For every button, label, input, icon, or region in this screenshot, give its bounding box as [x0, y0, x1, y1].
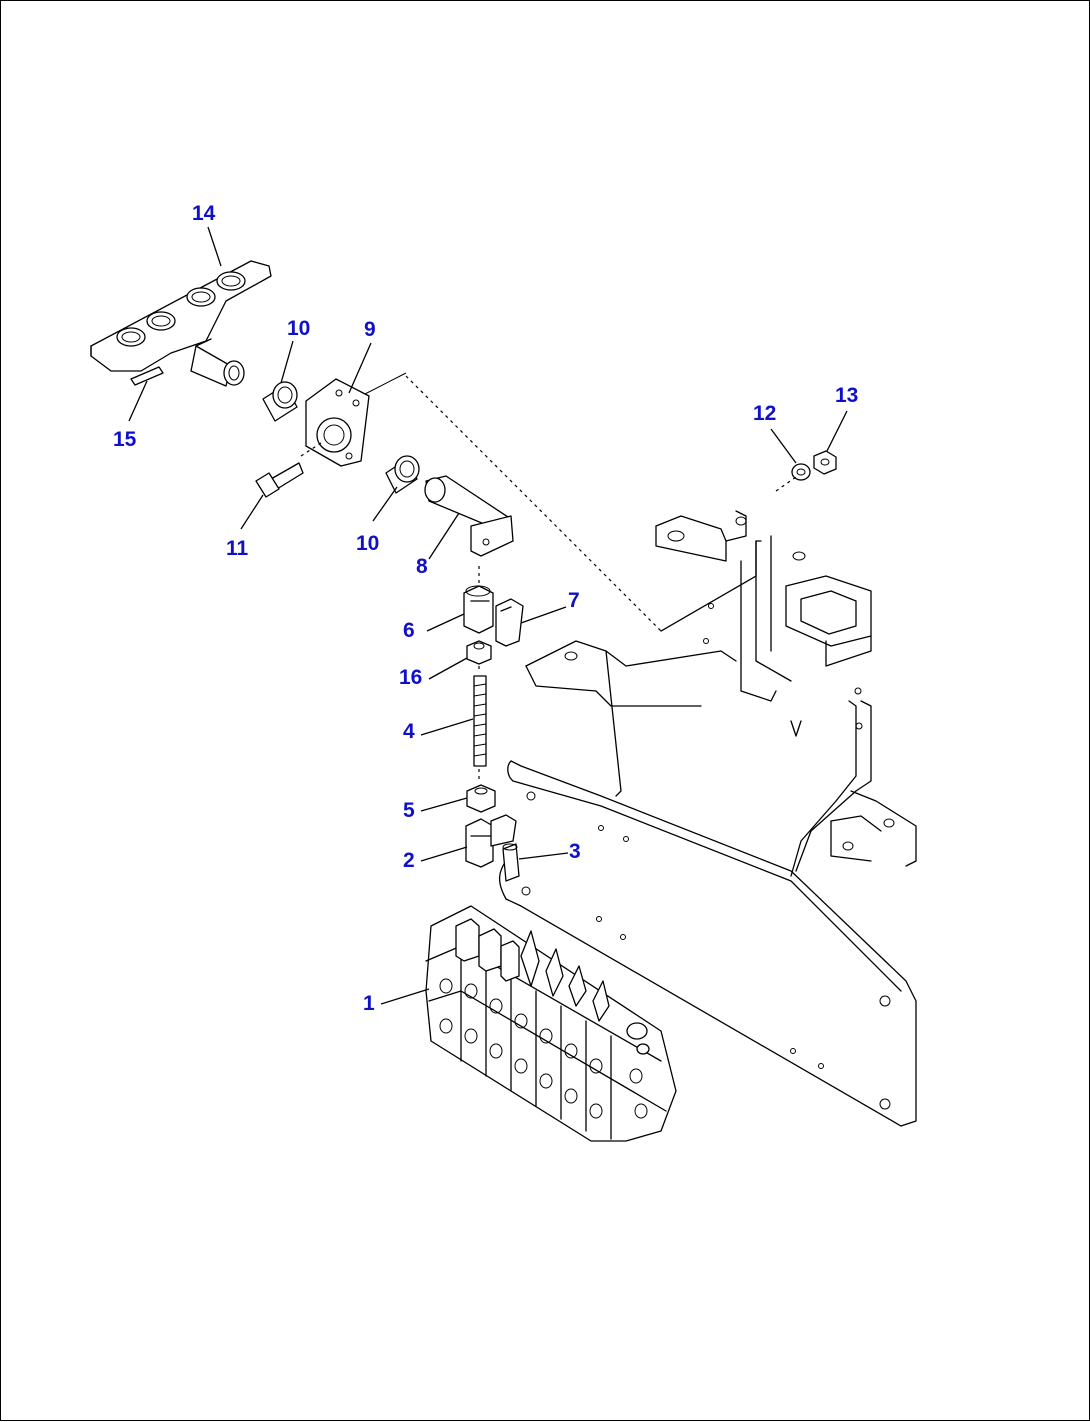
callout-15: 15: [113, 428, 137, 451]
callout-13: 13: [835, 384, 858, 407]
callout-1: 1: [363, 992, 375, 1015]
pedal-plate-part-14: [90, 260, 272, 387]
callout-3: 3: [569, 840, 581, 863]
callout-12: 12: [753, 402, 776, 425]
callout-6: 6: [403, 619, 415, 642]
pin-part-3: [502, 843, 520, 882]
callout-10-lower: 10: [356, 532, 379, 555]
nut-part-13: [813, 450, 837, 475]
rod-part-4: [473, 675, 487, 767]
leader-lines: [128, 226, 848, 1005]
nut-part-5: [466, 784, 496, 813]
shaft-part-8: [424, 475, 514, 557]
yoke-part-6: [463, 585, 494, 634]
bolt-part-11: [255, 462, 304, 498]
callout-14: 14: [192, 202, 216, 225]
callout-5: 5: [403, 799, 415, 822]
bushing-part-10-lower: [385, 455, 420, 494]
callout-9: 9: [364, 318, 376, 341]
washer-part-12: [791, 463, 811, 481]
bracket-part-9: [305, 378, 370, 467]
callout-16: 16: [399, 666, 422, 689]
control-valve-part-1: [425, 905, 677, 1142]
clip-part-7: [495, 598, 524, 647]
pin-part-15: [130, 366, 164, 386]
callout-11: 11: [226, 537, 249, 560]
callout-10-upper: 10: [287, 317, 310, 340]
yoke-part-2: [465, 814, 517, 868]
frame-bracket: [360, 372, 917, 1127]
callout-8: 8: [416, 555, 428, 578]
callout-7: 7: [568, 589, 580, 612]
callout-2: 2: [403, 849, 415, 872]
bushing-part-10-upper: [262, 381, 298, 422]
callout-4: 4: [403, 720, 415, 743]
nut-part-16: [466, 640, 492, 665]
callout-labels: 14 10 9 15 11 10 8 6 7 16 4 5 2 3 1 12 1…: [113, 202, 858, 1015]
